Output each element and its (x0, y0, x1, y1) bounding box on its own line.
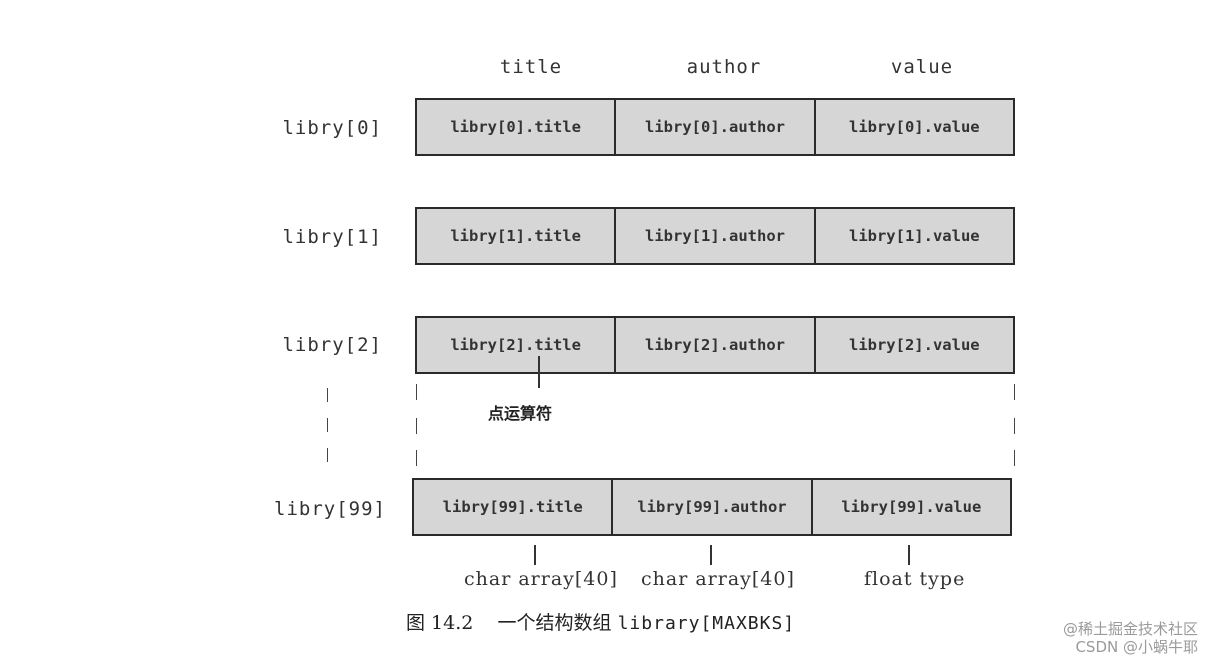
cell-title-0: libry[0].title (417, 100, 617, 154)
cell-author-0: libry[0].author (616, 100, 816, 154)
row-label-1: libry[1] (282, 226, 382, 248)
figure-caption: 图 14.2 一个结构数组 library[MAXBKS] (406, 608, 795, 635)
cell-author-1: libry[1].author (616, 209, 816, 263)
ellipsis-dash (1014, 450, 1015, 466)
cell-title-1: libry[1].title (417, 209, 617, 263)
struct-row-0: libry[0].title libry[0].author libry[0].… (415, 98, 1015, 156)
figure-text: 一个结构数组 (497, 612, 612, 634)
column-header-title: title (499, 56, 563, 78)
ellipsis-dash (1014, 384, 1015, 400)
type-label-title: char array[40] (464, 568, 618, 590)
column-header-author: author (686, 56, 762, 78)
ellipsis-dash (327, 418, 328, 432)
row-label-2: libry[2] (282, 334, 382, 356)
cell-value-0: libry[0].value (815, 100, 1013, 154)
struct-row-2: libry[2].title libry[2].author libry[2].… (415, 316, 1015, 374)
cell-author-2: libry[2].author (616, 318, 816, 372)
ellipsis-dash (327, 448, 328, 462)
row-label-0: libry[0] (282, 117, 382, 139)
cell-title-2: libry[2].title (417, 318, 617, 372)
ellipsis-dash (416, 418, 417, 434)
struct-row-99: libry[99].title libry[99].author libry[9… (412, 478, 1012, 536)
type-tick-value (908, 545, 910, 565)
column-header-value: value (890, 56, 954, 78)
cell-value-2: libry[2].value (815, 318, 1013, 372)
cell-author-99: libry[99].author (613, 480, 813, 534)
row-label-99: libry[99] (274, 498, 386, 520)
cell-value-1: libry[1].value (815, 209, 1013, 263)
cell-value-99: libry[99].value (812, 480, 1010, 534)
ellipsis-dash (1014, 418, 1015, 434)
cell-title-99: libry[99].title (414, 480, 614, 534)
struct-row-1: libry[1].title libry[1].author libry[1].… (415, 207, 1015, 265)
type-tick-author (710, 545, 712, 565)
dot-operator-pointer (538, 356, 540, 388)
figure-code: library[MAXBKS] (617, 613, 796, 634)
watermark: @稀土掘金技术社区 CSDN @小蜗牛耶 (1063, 620, 1198, 656)
type-label-value: float type (864, 568, 966, 590)
figure-number: 图 14.2 (406, 612, 474, 634)
ellipsis-dash (327, 388, 328, 402)
dot-operator-label: 点运算符 (488, 404, 553, 423)
ellipsis-dash (416, 450, 417, 466)
type-label-author: char array[40] (641, 568, 795, 590)
watermark-line-2: CSDN @小蜗牛耶 (1075, 638, 1198, 656)
ellipsis-dash (416, 384, 417, 400)
watermark-line-1: @稀土掘金技术社区 (1062, 620, 1198, 638)
type-tick-title (534, 545, 536, 565)
